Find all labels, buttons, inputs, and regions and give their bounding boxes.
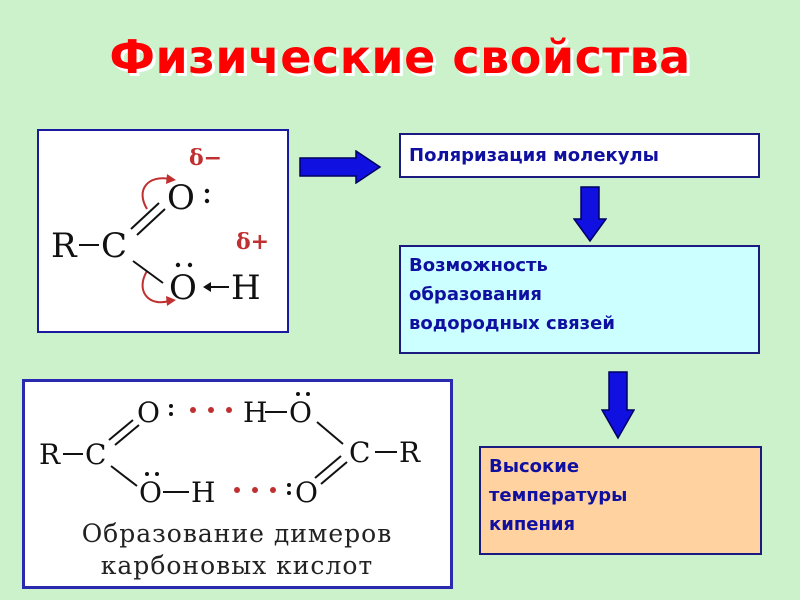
lone-pair-dot bbox=[296, 392, 300, 396]
boiling-line-2: температуры bbox=[489, 485, 628, 506]
hydrogen-bond-box: Возможность образования водородных связе… bbox=[399, 245, 760, 354]
curved-arrow-top-icon bbox=[141, 177, 170, 210]
lone-pair-dot bbox=[287, 491, 291, 495]
dimer-atom-o-right-bottom: O bbox=[295, 476, 318, 509]
hydrogen-bond-dot bbox=[252, 487, 258, 493]
dimer-atom-r-left: R bbox=[39, 438, 61, 471]
double-bond-line-1 bbox=[130, 202, 160, 230]
lone-pair-dot bbox=[204, 198, 210, 204]
hydrogen-bond-dot bbox=[234, 487, 240, 493]
dimer-double-bond bbox=[320, 461, 348, 485]
carboxyl-structure-diagram: δ− δ+ R C O O H bbox=[51, 145, 269, 308]
lone-pair-dot bbox=[306, 392, 310, 396]
dimer-double-bond bbox=[108, 419, 134, 441]
dimer-caption-line-2: карбоновых кислот bbox=[101, 551, 373, 580]
curved-arrow-bottom-head-icon bbox=[166, 296, 176, 306]
atom-c: C bbox=[101, 226, 127, 266]
dimer-double-bond bbox=[314, 455, 342, 479]
hbond-line-1: Возможность bbox=[409, 255, 548, 276]
atom-o-top: O bbox=[167, 178, 195, 218]
dimer-atom-o-left-top: O bbox=[137, 396, 160, 429]
dimer-atom-h-top: H bbox=[243, 396, 267, 429]
lone-pair-dot bbox=[145, 472, 149, 476]
hbond-line-3: водородных связей bbox=[409, 313, 615, 334]
dimer-atom-h-bottom: H bbox=[191, 476, 215, 509]
delta-minus-label: δ− bbox=[189, 145, 222, 171]
hydrogen-bond-dot bbox=[208, 407, 214, 413]
dimer-panel: R C O O H H O O C R bbox=[22, 379, 453, 589]
lone-pair-dot bbox=[175, 262, 181, 268]
lone-pair-dot bbox=[287, 483, 291, 487]
boiling-point-box: Высокие температуры кипения bbox=[479, 446, 762, 555]
hbond-line-2: образования bbox=[409, 284, 542, 305]
atom-h: H bbox=[231, 268, 261, 308]
polarization-box: Поляризация молекулы bbox=[399, 133, 760, 178]
lone-pair-dot bbox=[169, 404, 173, 408]
hydrogen-bond-dot bbox=[190, 407, 196, 413]
dimer-atom-o-right-top: O bbox=[289, 396, 312, 429]
dimer-atom-c-right: C bbox=[349, 436, 370, 469]
hydrogen-bond-dot bbox=[270, 487, 276, 493]
lone-pair-dot bbox=[187, 262, 193, 268]
dimer-atom-c-left: C bbox=[85, 438, 106, 471]
arrow-down-icon bbox=[573, 186, 607, 243]
double-bond-line-2 bbox=[136, 208, 166, 236]
lone-pair-dot bbox=[155, 472, 159, 476]
boiling-line-3: кипения bbox=[489, 514, 576, 535]
dimer-atom-o-left-bottom: O bbox=[139, 476, 162, 509]
lone-pair-dot bbox=[169, 412, 173, 416]
dimer-double-bond bbox=[114, 424, 140, 446]
page-title: Физические свойства bbox=[109, 30, 691, 84]
curved-arrow-top-head-icon bbox=[166, 174, 176, 184]
boiling-line-1: Высокие bbox=[489, 456, 580, 477]
dimer-caption-line-1: Образование димеров bbox=[82, 519, 393, 548]
atom-r: R bbox=[51, 226, 78, 266]
dimer-diagram: R C O O H H O O C R bbox=[39, 392, 421, 580]
delta-plus-label: δ+ bbox=[236, 229, 269, 255]
lone-pair-dot bbox=[204, 188, 210, 194]
dimer-bond bbox=[110, 465, 138, 487]
dimer-atom-r-right: R bbox=[399, 436, 421, 469]
atom-o-bottom: O bbox=[169, 268, 197, 308]
arrow-o-h-head-icon bbox=[203, 282, 211, 292]
hydrogen-bond-dot bbox=[226, 407, 232, 413]
carboxyl-structure-panel: δ− δ+ R C O O H bbox=[37, 129, 289, 333]
arrow-right-icon bbox=[299, 150, 382, 184]
dimer-bond bbox=[316, 421, 344, 445]
single-bond-c-o bbox=[132, 260, 164, 284]
arrow-down-icon bbox=[601, 371, 635, 440]
curved-arrow-bottom-icon bbox=[141, 270, 170, 304]
